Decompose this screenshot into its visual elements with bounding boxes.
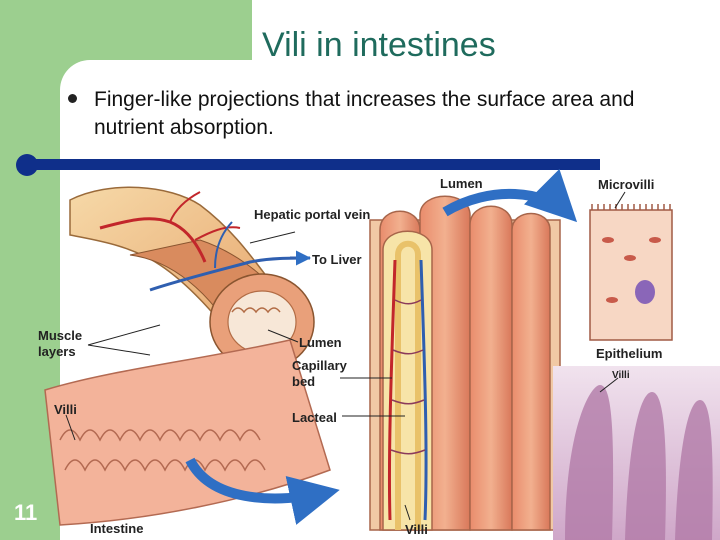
- label-lacteal: Lacteal: [292, 410, 337, 425]
- label-capillary-bed: Capillary bed: [292, 358, 347, 389]
- bullet-text: Finger-like projections that increases t…: [94, 88, 635, 139]
- page-number: 11: [14, 500, 38, 525]
- label-villi-bottom: Villi: [405, 522, 428, 537]
- label-hepatic-portal-vein: Hepatic portal vein: [254, 207, 371, 222]
- label-muscle-layers: Muscle layers: [38, 328, 83, 359]
- label-villi-photo: Villi: [612, 370, 630, 381]
- label-intestine: Intestine: [90, 521, 144, 536]
- intestine-open-sheet: [44, 339, 331, 526]
- histology-photo: [553, 366, 720, 540]
- green-side-strip: [0, 170, 38, 540]
- label-lumen-mid: Lumen: [299, 335, 342, 350]
- slide-title: Vili in intestines: [262, 26, 496, 64]
- blue-arrows: [185, 169, 578, 525]
- label-to-liver: To Liver: [312, 252, 362, 267]
- label-lumen-top: Lumen: [440, 176, 483, 191]
- villus-cross-section: [369, 195, 561, 531]
- hepatic-vessels: [99, 191, 311, 292]
- divider-rule: [16, 154, 600, 176]
- label-epithelium: Epithelium: [596, 346, 663, 361]
- epithelium-inset: [589, 204, 673, 341]
- bullet-dot: [68, 94, 77, 103]
- divider-bar: [28, 159, 600, 170]
- leader-lines: [65, 191, 626, 521]
- label-villi-left: Villi: [54, 402, 77, 417]
- label-microvilli: Microvilli: [598, 177, 655, 192]
